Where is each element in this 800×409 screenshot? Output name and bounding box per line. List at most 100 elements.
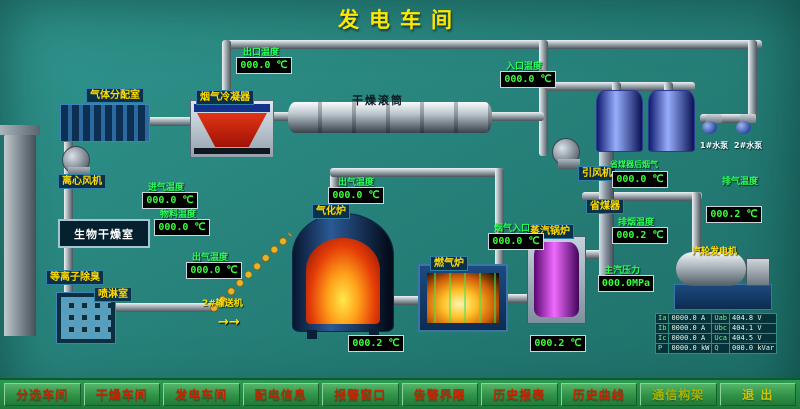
nav-button-alarm-limits[interactable]: 告警界限 bbox=[401, 383, 478, 406]
pipe bbox=[268, 112, 294, 121]
readout-row: Ib 0000.0 A Ubc 404.1 V bbox=[654, 323, 778, 334]
pipe bbox=[692, 192, 701, 256]
nav-button-comm-architecture[interactable]: 通信构架 bbox=[640, 383, 717, 406]
gas-distribution-unit bbox=[60, 104, 150, 142]
pipe bbox=[748, 40, 757, 120]
gasifier-leg bbox=[369, 330, 379, 339]
bottom-nav-bar: 分选车间 干燥车间 发电车间 配电信息 报警窗口 告警界限 历史报表 历史曲线 … bbox=[0, 378, 800, 409]
drying-drum-unit bbox=[288, 102, 492, 133]
readout-cell: Ic bbox=[654, 333, 670, 344]
pipe bbox=[664, 82, 673, 94]
pump-volute bbox=[736, 121, 751, 134]
readout-cell: Ia bbox=[654, 313, 670, 324]
water-tank-1 bbox=[596, 90, 643, 152]
label-spray-room: 喷淋室 bbox=[94, 287, 132, 302]
pipe bbox=[222, 40, 231, 102]
label-gas-distribution-room: 气体分配室 bbox=[86, 88, 144, 103]
nav-button-drying-workshop[interactable]: 干燥车间 bbox=[83, 383, 160, 406]
pump-1-unit bbox=[702, 114, 728, 136]
label-plasma-deodorizer: 等离子除臭 bbox=[46, 270, 104, 285]
turbine-cylinder bbox=[676, 252, 746, 286]
gasifier-unit bbox=[292, 213, 394, 339]
sensor-value-flue-gas-inlet: 000.0 ℃ bbox=[488, 233, 544, 250]
sensor-label-after-economizer: 省煤器后烟气 bbox=[610, 160, 658, 169]
readout-cell: Ubc bbox=[711, 323, 731, 334]
sensor-label-gasifier-outlet-temp: 出气温度 bbox=[338, 178, 375, 188]
sensor-value-bio-outlet-temp: 000.0 ℃ bbox=[186, 262, 242, 279]
fan-base bbox=[558, 159, 580, 169]
readout-cell: Ib bbox=[654, 323, 670, 334]
sensor-value-inlet-temp: 000.0 ℃ bbox=[500, 71, 556, 88]
chimney bbox=[0, 125, 40, 336]
readout-cell: Uca bbox=[711, 333, 731, 344]
label-flue-gas-condenser: 烟气冷凝器 bbox=[196, 90, 254, 105]
label-drying-drum: 干燥滚筒 bbox=[352, 94, 404, 107]
fan-base bbox=[68, 167, 90, 177]
sensor-value-main-steam-pressure: 000.0MPa bbox=[598, 275, 654, 292]
readout-cell: 404.8 V bbox=[729, 313, 778, 324]
readout-cell: 0000.0 A bbox=[668, 323, 713, 334]
economizer-duct bbox=[599, 146, 614, 286]
readout-row: Ia 0000.0 A Uab 404.8 V bbox=[654, 313, 778, 324]
condenser-base bbox=[194, 148, 270, 154]
readout-cell: P bbox=[654, 343, 670, 354]
nav-button-history-report[interactable]: 历史报表 bbox=[481, 383, 558, 406]
nav-button-alarm-window[interactable]: 报警窗口 bbox=[322, 383, 399, 406]
generator-readout-table: Ia 0000.0 A Uab 404.8 V Ib 0000.0 A Ubc … bbox=[654, 313, 778, 354]
label-economizer: 省煤器 bbox=[586, 199, 624, 214]
pump-volute bbox=[702, 121, 717, 134]
pipe bbox=[582, 192, 702, 201]
flue-gas-condenser-unit bbox=[190, 100, 274, 158]
pipe bbox=[495, 168, 504, 268]
condenser-top-band bbox=[194, 104, 270, 112]
centrifugal-fan-unit bbox=[62, 146, 96, 180]
induced-draft-fan-unit bbox=[552, 138, 586, 172]
pipe bbox=[390, 296, 422, 305]
sensor-label-bio-outlet-temp: 出气温度 bbox=[192, 253, 229, 263]
nav-button-exit[interactable]: 退 出 bbox=[719, 383, 796, 406]
gas-furnace-unit bbox=[418, 264, 508, 332]
sensor-value-outlet-temp: 000.0 ℃ bbox=[236, 57, 292, 74]
sensor-label-flue-gas-inlet: 烟气入口 bbox=[494, 224, 531, 234]
readout-cell: 000.0 kVar bbox=[729, 343, 778, 354]
readout-row: Ic 0000.0 A Uca 404.5 V bbox=[654, 333, 778, 344]
label-gasifier: 气化炉 bbox=[312, 204, 350, 219]
label-pump-1: 1#水泵 bbox=[700, 141, 729, 150]
pump-2-unit bbox=[736, 114, 762, 136]
nav-button-history-curve[interactable]: 历史曲线 bbox=[560, 383, 637, 406]
readout-cell: Uab bbox=[711, 313, 731, 324]
turbine-generator-unit bbox=[674, 252, 772, 310]
sensor-label-intake-temp: 进气温度 bbox=[148, 183, 185, 193]
nav-button-distribution-info[interactable]: 配电信息 bbox=[242, 383, 319, 406]
pipe bbox=[330, 168, 504, 177]
readout-row: P 0000.0 kW Q 000.0 kVar bbox=[654, 343, 778, 354]
pump-motor bbox=[706, 114, 722, 123]
label-centrifugal-fan: 离心风机 bbox=[58, 174, 106, 189]
gasifier-fire bbox=[306, 238, 380, 324]
pipe bbox=[612, 82, 621, 94]
label-gas-furnace: 燃气炉 bbox=[430, 256, 468, 271]
pipe bbox=[226, 40, 762, 49]
pipe bbox=[539, 40, 548, 156]
nav-button-sorting-workshop[interactable]: 分选车间 bbox=[4, 383, 81, 406]
readout-cell: Q bbox=[711, 343, 731, 354]
condenser-hot-core bbox=[197, 113, 267, 147]
boiler-core bbox=[534, 242, 579, 317]
page-title: 发电车间 bbox=[338, 8, 462, 32]
pipe bbox=[502, 294, 532, 303]
readout-cell: 0000.0 A bbox=[668, 333, 713, 344]
sensor-label-exhaust-temp: 排气温度 bbox=[722, 177, 759, 187]
sensor-value-material-temp: 000.0 ℃ bbox=[154, 219, 210, 236]
nav-button-power-workshop[interactable]: 发电车间 bbox=[163, 383, 240, 406]
pipe bbox=[146, 117, 194, 126]
furnace-flame bbox=[427, 273, 499, 323]
readout-cell: 0000.0 kW bbox=[668, 343, 713, 354]
sensor-value-gasifier-outlet-temp: 000.0 ℃ bbox=[328, 187, 384, 204]
sensor-value-intake-temp: 000.0 ℃ bbox=[142, 192, 198, 209]
bio-drying-room-unit: 生物干燥室 bbox=[58, 219, 150, 248]
label-conveyor-2: 2#输送机 bbox=[202, 299, 243, 309]
sensor-label-exhaust-smoke-temp: 排烟温度 bbox=[618, 218, 655, 228]
sensor-value-boiler-bottom-temp: 000.2 ℃ bbox=[530, 335, 586, 352]
gasifier-leg bbox=[307, 330, 317, 339]
pump-motor bbox=[740, 114, 756, 123]
